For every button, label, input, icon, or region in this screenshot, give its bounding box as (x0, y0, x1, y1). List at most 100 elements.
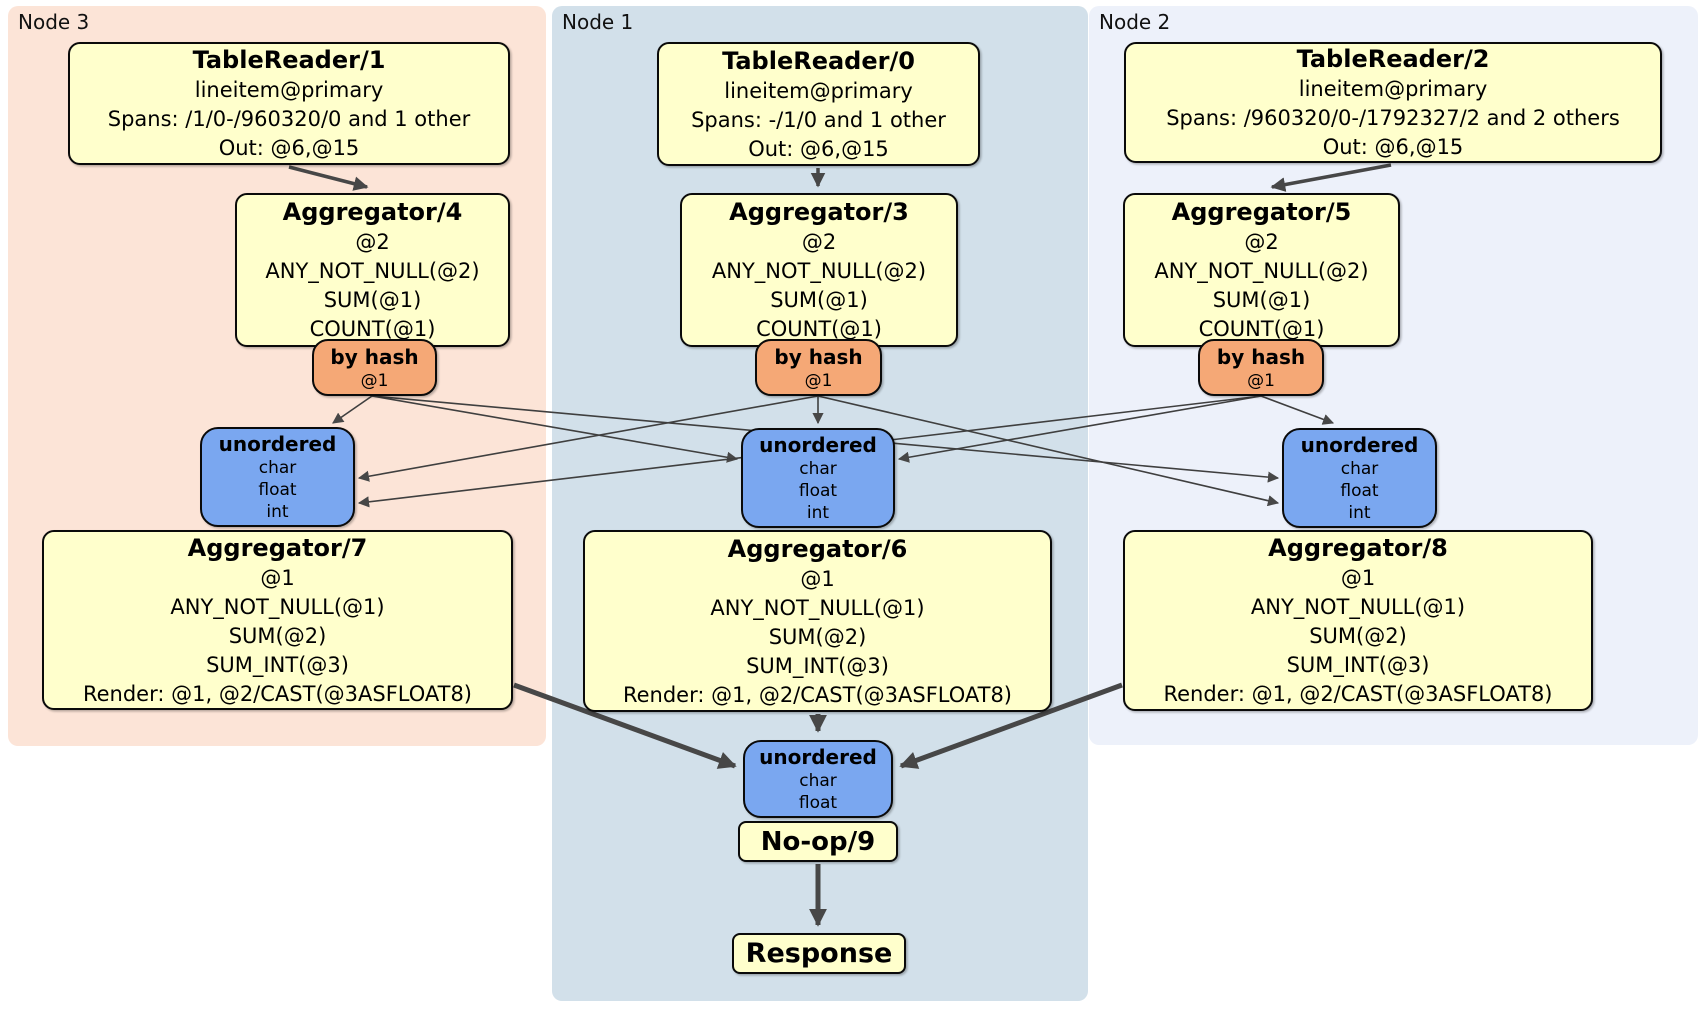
aggregator8-box: Aggregator/8 @1 ANY_NOT_NULL(@1) SUM(@2)… (1123, 530, 1593, 711)
processor-title: Aggregator/3 (729, 198, 909, 226)
processor-detail: ANY_NOT_NULL(@2) (265, 259, 480, 283)
processor-detail: ANY_NOT_NULL(@2) (1154, 259, 1369, 283)
noop-box: No-op/9 (738, 821, 898, 862)
processor-title: TableReader/0 (722, 46, 915, 75)
processor-detail: SUM(@2) (1309, 624, 1407, 648)
response-box: Response (732, 933, 906, 974)
processor-detail: lineitem@primary (1298, 77, 1488, 101)
processor-detail: ANY_NOT_NULL(@1) (170, 594, 385, 619)
edge-router3-sync3 (332, 395, 373, 424)
node1-label: Node 1 (562, 10, 634, 34)
sync-column: int (266, 502, 289, 522)
processor-detail: Render: @1, @2/CAST(@3ASFLOAT8) (622, 682, 1013, 707)
router-detail: @1 (360, 370, 389, 391)
unordered-sync-node1: unordered char float int (741, 428, 895, 528)
sync-column: char (1340, 459, 1379, 479)
edge-router1-sync2 (817, 395, 1280, 507)
processor-detail: Render: @1, @2/CAST(@3ASFLOAT8) (82, 681, 473, 706)
processor-detail: Out: @6,@15 (1322, 135, 1464, 159)
processor-title: TableReader/1 (192, 46, 386, 74)
sync-column: float (258, 480, 297, 500)
aggregator6-box: Aggregator/6 @1 ANY_NOT_NULL(@1) SUM(@2)… (583, 530, 1052, 712)
aggregator5-box: Aggregator/5 @2 ANY_NOT_NULL(@2) SUM(@1)… (1123, 193, 1400, 347)
sync-column: char (799, 459, 837, 479)
processor-detail: SUM(@2) (228, 623, 327, 648)
processor-title: Response (745, 938, 893, 969)
edge-router2-sync1 (897, 395, 1262, 463)
sync-title: unordered (1300, 433, 1419, 457)
processor-detail: ANY_NOT_NULL(@1) (1250, 595, 1466, 619)
aggregator4-box: Aggregator/4 @2 ANY_NOT_NULL(@2) SUM(@1)… (235, 193, 510, 347)
processor-title: Aggregator/6 (727, 534, 908, 563)
processor-title: TableReader/2 (1296, 45, 1490, 73)
edge-router3-sync1 (371, 395, 739, 463)
processor-detail: SUM(@1) (1212, 288, 1311, 312)
processor-detail: SUM_INT(@3) (206, 652, 349, 677)
unordered-sync-final: unordered char float (743, 740, 893, 818)
processor-title: Aggregator/4 (282, 198, 463, 226)
hash-router-node1: by hash @1 (755, 339, 882, 396)
sync-title: unordered (759, 433, 877, 457)
processor-detail: ANY_NOT_NULL(@2) (711, 259, 927, 283)
processor-detail: @2 (1244, 230, 1279, 254)
tablereader0-box: TableReader/0 lineitem@primary Spans: -/… (657, 42, 980, 166)
tablereader1-box: TableReader/1 lineitem@primary Spans: /1… (68, 42, 510, 165)
router-detail: @1 (804, 370, 833, 391)
processor-title: No-op/9 (760, 826, 876, 857)
hash-router-node2: by hash @1 (1198, 339, 1324, 396)
edge-agg7-finalsync (513, 682, 737, 769)
processor-detail: @2 (801, 230, 837, 254)
aggregator7-box: Aggregator/7 @1 ANY_NOT_NULL(@1) SUM(@2)… (42, 530, 513, 710)
processor-detail: SUM(@1) (323, 288, 422, 312)
processor-detail: Spans: /960320/0-/1792327/2 and 2 others (1166, 106, 1620, 130)
processor-detail: @1 (1340, 566, 1376, 590)
processor-detail: Spans: /1/0-/960320/0 and 1 other (107, 107, 471, 131)
processor-detail: SUM_INT(@3) (1286, 653, 1430, 677)
router-detail: @1 (1247, 370, 1275, 391)
processor-title: Aggregator/8 (1268, 534, 1448, 562)
processor-detail: Render: @1, @2/CAST(@3ASFLOAT8) (1163, 682, 1553, 706)
hash-router-node3: by hash @1 (312, 339, 437, 396)
router-title: by hash (330, 344, 419, 369)
edge-tr1-agg4 (288, 165, 369, 191)
sync-column: char (258, 458, 297, 478)
processor-title: Aggregator/7 (187, 533, 368, 562)
sync-column: int (806, 503, 830, 523)
node3-label: Node 3 (18, 10, 90, 34)
edge-router2-sync2 (1260, 395, 1335, 425)
sync-column: int (1348, 503, 1371, 523)
processor-detail: ANY_NOT_NULL(@1) (710, 595, 925, 620)
processor-detail: @2 (355, 230, 390, 254)
aggregator3-box: Aggregator/3 @2 ANY_NOT_NULL(@2) SUM(@1)… (680, 193, 958, 347)
sync-column: float (798, 793, 838, 813)
sync-title: unordered (759, 745, 877, 769)
edge-tr2-agg5 (1270, 163, 1392, 192)
processor-detail: SUM(@2) (768, 624, 867, 649)
unordered-sync-node3: unordered char float int (200, 427, 355, 527)
sync-column: float (798, 481, 838, 501)
processor-detail: Spans: -/1/0 and 1 other (691, 107, 946, 132)
node2-label: Node 2 (1099, 10, 1171, 34)
processor-detail: SUM_INT(@3) (746, 653, 889, 678)
router-title: by hash (774, 344, 863, 369)
processor-detail: lineitem@primary (194, 78, 384, 102)
edge-agg8-finalsync (899, 682, 1123, 769)
unordered-sync-node2: unordered char float int (1282, 428, 1437, 528)
processor-detail: @1 (800, 566, 835, 591)
processor-detail: COUNT(@1) (1198, 317, 1325, 341)
processor-detail: Out: @6,@15 (218, 136, 360, 160)
processor-detail: SUM(@1) (770, 288, 868, 312)
router-title: by hash (1216, 344, 1306, 369)
sync-column: char (799, 771, 837, 791)
sync-title: unordered (218, 432, 337, 456)
sync-column: float (1340, 481, 1379, 501)
processor-detail: Out: @6,@15 (748, 136, 889, 161)
processor-detail: lineitem@primary (724, 78, 913, 103)
processor-detail: @1 (260, 565, 295, 590)
tablereader2-box: TableReader/2 lineitem@primary Spans: /9… (1124, 42, 1662, 163)
processor-detail: COUNT(@1) (309, 317, 436, 341)
processor-detail: COUNT(@1) (756, 317, 882, 341)
edge-router1-sync3 (357, 395, 819, 482)
